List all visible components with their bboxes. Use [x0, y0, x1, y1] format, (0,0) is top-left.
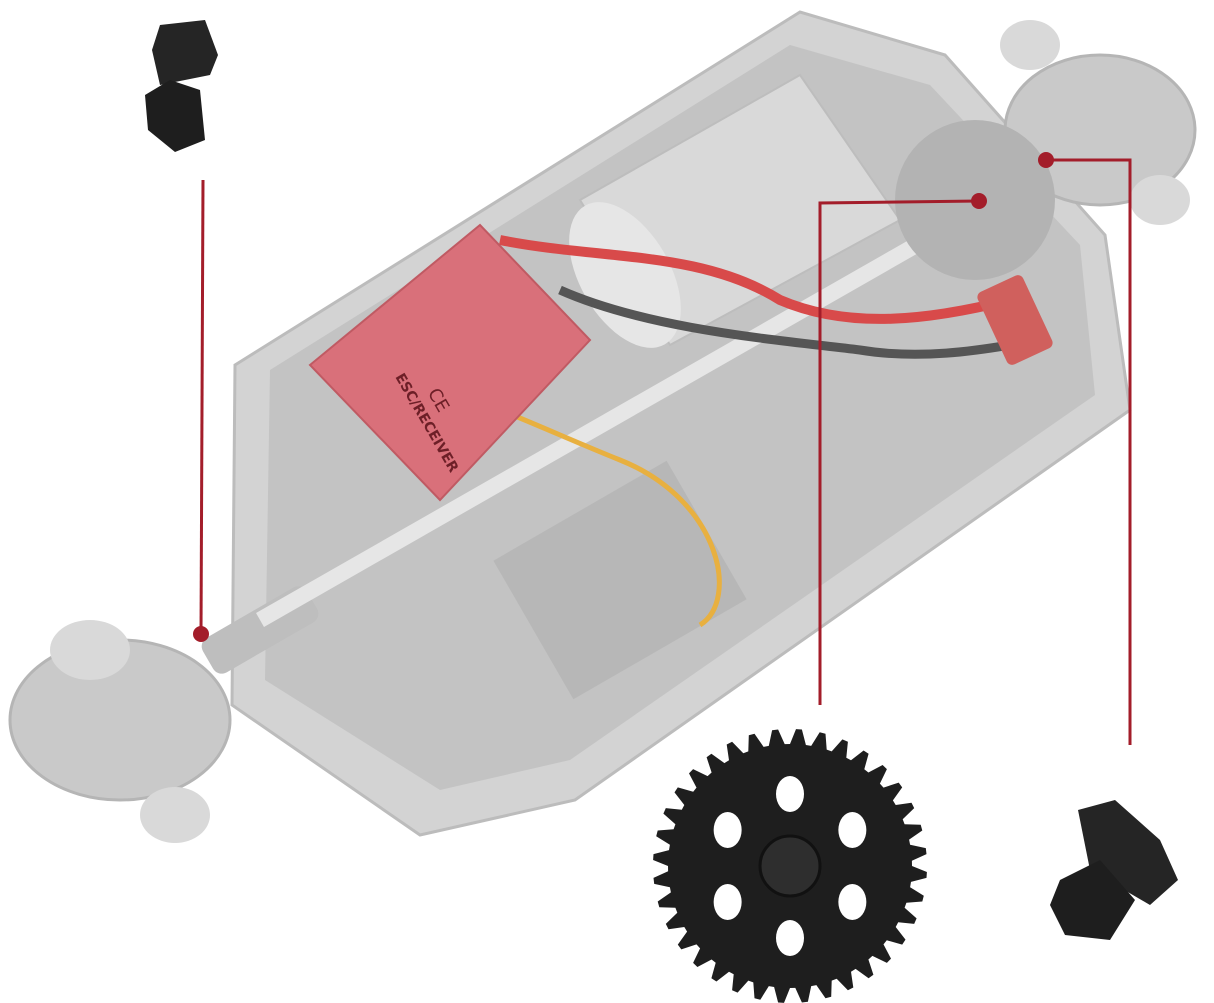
gear-hole — [838, 884, 867, 920]
rear-differential — [1000, 20, 1197, 225]
battery-connector — [977, 275, 1053, 365]
pinion-gear-icon — [145, 20, 218, 152]
callout-line-pinion-top-left — [199, 179, 205, 635]
callout-line-pinion-bottom-right — [1046, 158, 1132, 745]
callout-dot — [971, 193, 987, 209]
gear-hole — [838, 812, 867, 848]
motor — [569, 73, 1055, 348]
pinion-gear-icon — [1050, 800, 1178, 940]
gear-hole — [713, 812, 742, 848]
spur-gear-icon — [653, 729, 927, 1003]
chassis-floor — [265, 45, 1095, 790]
red-wire — [499, 235, 1012, 324]
gear-hole — [776, 776, 804, 812]
drive-shaft — [256, 213, 964, 627]
servo — [493, 460, 747, 700]
callout-dot — [193, 626, 209, 642]
gear-hub — [758, 834, 822, 898]
gear-hole — [776, 920, 804, 956]
callout-dot — [1038, 152, 1054, 168]
esc-receiver: ESC/RECEIVER CE — [308, 223, 592, 502]
gear-hole — [713, 884, 742, 920]
black-wire — [558, 285, 1011, 359]
callouts — [199, 158, 1132, 745]
callout-line-spur-gear — [818, 199, 980, 705]
